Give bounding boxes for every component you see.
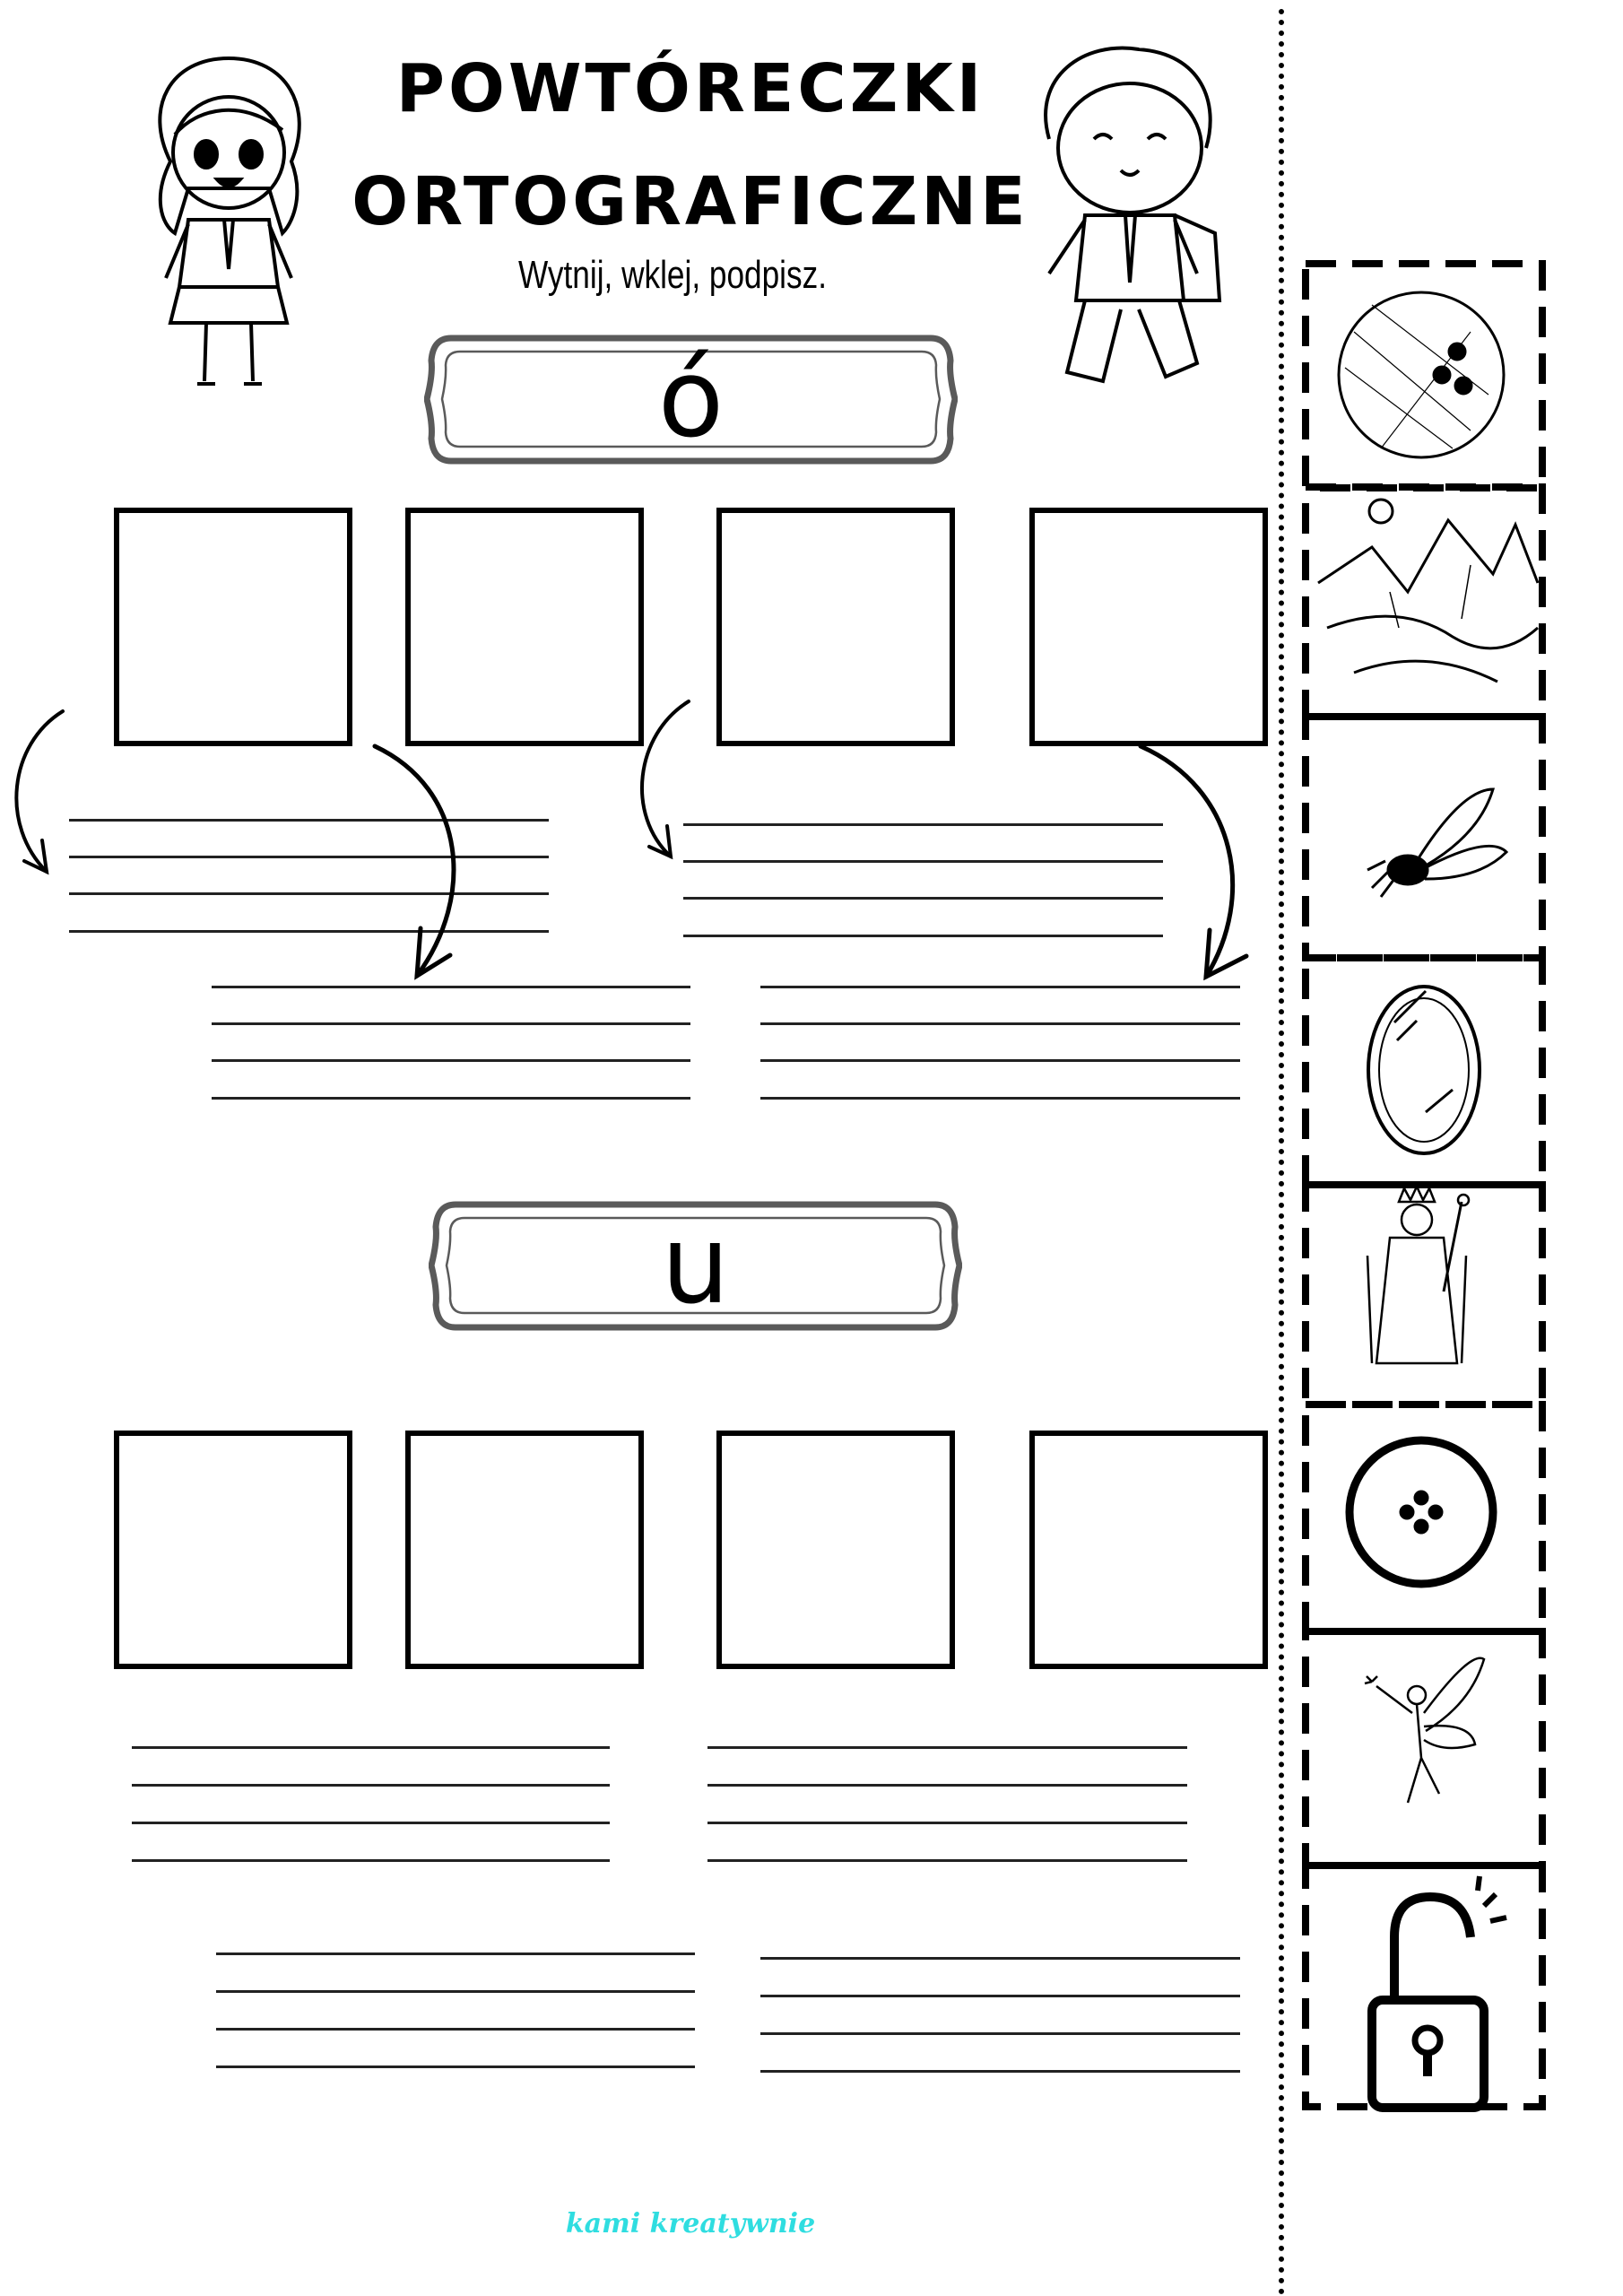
- writing-lines[interactable]: [132, 1746, 610, 1863]
- boy-illustration-icon: [1044, 46, 1222, 384]
- title-line-1: POWTÓRECZKI: [395, 50, 985, 127]
- cutout-cell[interactable]: [1302, 1181, 1546, 1408]
- letter-banner-o-acute: ó: [424, 334, 958, 465]
- banner-letter: ó: [657, 337, 725, 462]
- writing-lines[interactable]: [760, 1957, 1240, 2074]
- writing-lines[interactable]: [69, 819, 549, 935]
- paste-box[interactable]: [716, 1431, 955, 1669]
- writing-lines[interactable]: [760, 986, 1240, 1102]
- cutout-strip: [1302, 260, 1546, 2112]
- paste-box[interactable]: [405, 508, 644, 746]
- title-line-2: ORTOGRAFICZNE: [352, 163, 1029, 240]
- writing-lines[interactable]: [683, 823, 1163, 940]
- paste-box[interactable]: [114, 1431, 352, 1669]
- paste-box[interactable]: [114, 508, 352, 746]
- writing-lines[interactable]: [212, 986, 690, 1102]
- cutout-cell[interactable]: [1302, 1862, 1546, 2110]
- king-icon: [1366, 1184, 1471, 1365]
- paste-box[interactable]: [716, 508, 955, 746]
- fairy-icon: [1364, 1657, 1486, 1804]
- curved-arrow-icon: [1138, 744, 1249, 981]
- button-icon: [1345, 1436, 1497, 1588]
- cutout-cell[interactable]: [1302, 713, 1546, 961]
- arrows-layer: [14, 700, 1249, 981]
- instruction-subtitle: Wytnij, wklej, podpisz.: [518, 253, 827, 297]
- paste-box[interactable]: [405, 1431, 644, 1669]
- open-padlock-icon: [1367, 1875, 1507, 2112]
- curved-arrow-icon: [372, 744, 456, 980]
- paste-box[interactable]: [1029, 1431, 1268, 1669]
- cutout-cell[interactable]: [1302, 483, 1546, 720]
- girl-illustration-icon: [158, 56, 301, 386]
- curved-arrow-icon: [14, 709, 65, 875]
- brand-footer: kami kreatywnie: [565, 2208, 816, 2239]
- cut-line-dotted: [1279, 9, 1284, 2296]
- paste-box[interactable]: [1029, 508, 1268, 746]
- cutout-cell[interactable]: [1302, 260, 1546, 491]
- bowling-ball-icon: [1337, 291, 1506, 459]
- mirror-icon: [1367, 985, 1481, 1155]
- banner-frame-icon: [424, 335, 958, 465]
- curved-arrow-icon: [639, 700, 690, 860]
- mountains-icon: [1317, 498, 1540, 683]
- fly-icon: [1367, 787, 1509, 898]
- writing-lines[interactable]: [707, 1746, 1187, 1863]
- cutout-cell[interactable]: [1302, 1628, 1546, 1869]
- banner-frame-icon: [429, 1201, 962, 1331]
- letter-banner-u: u: [429, 1200, 962, 1332]
- banner-letter: u: [661, 1204, 730, 1328]
- writing-lines[interactable]: [216, 1952, 695, 2069]
